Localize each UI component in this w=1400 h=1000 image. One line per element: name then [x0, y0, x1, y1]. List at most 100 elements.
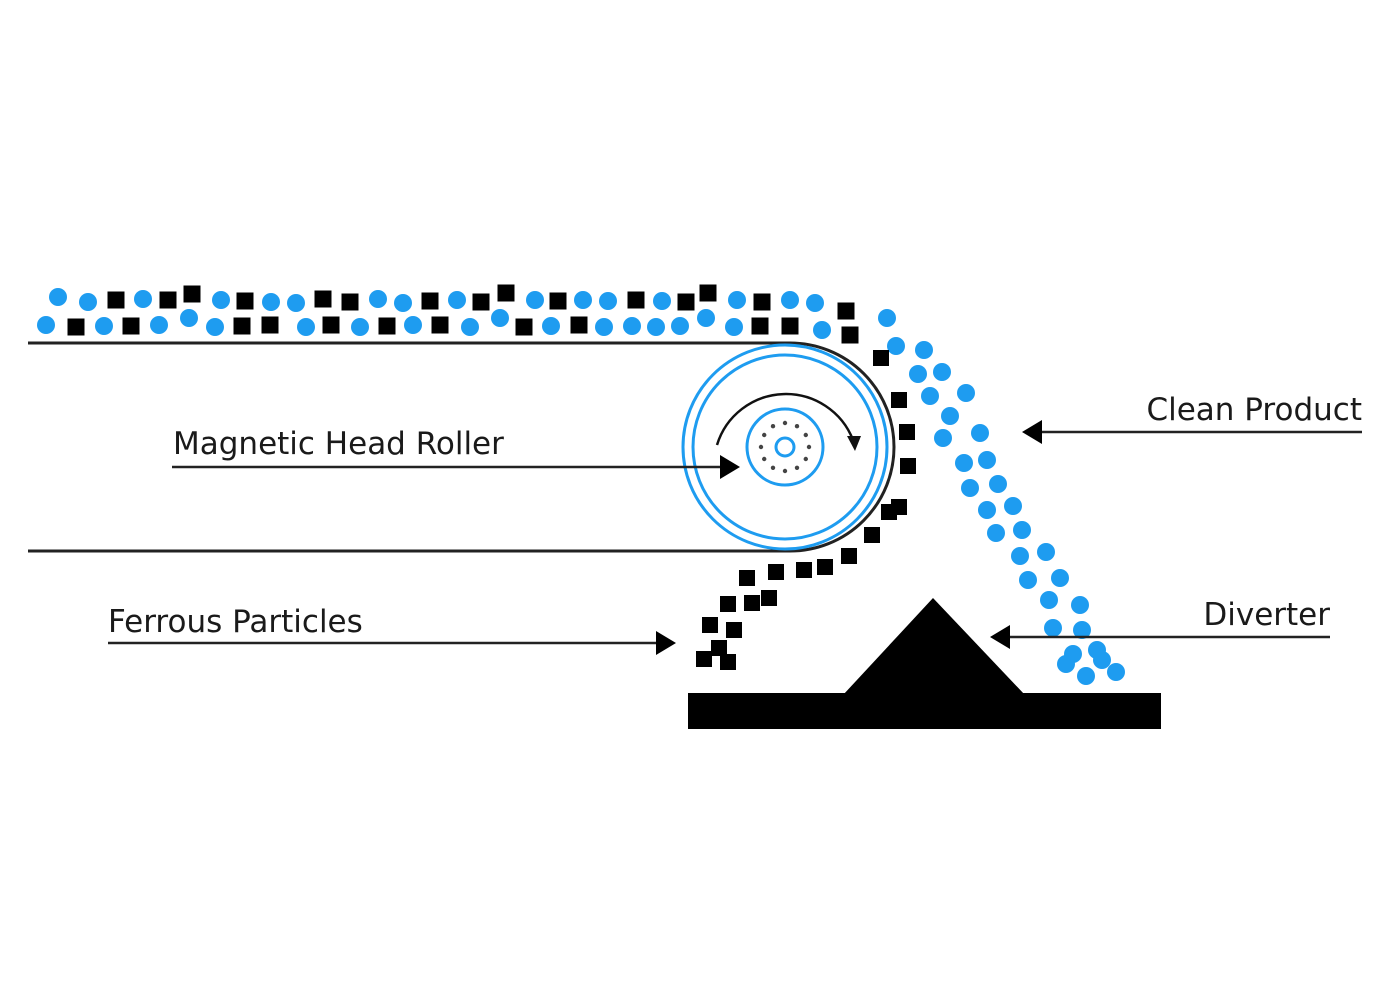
ferrous-particle — [378, 317, 396, 335]
product-particle — [1037, 543, 1055, 561]
diverter-base — [688, 693, 1161, 729]
product-particle — [37, 316, 55, 334]
ferrous-particle — [841, 326, 859, 344]
product-particle — [95, 317, 113, 335]
ferrous-particle — [720, 596, 736, 612]
ferrous-particle — [159, 291, 177, 309]
hub-dot — [762, 432, 767, 438]
product-particle — [978, 501, 996, 519]
ferrous-particle — [699, 284, 717, 302]
product-particle — [599, 292, 617, 310]
product-particle — [921, 387, 939, 405]
hub-dot — [782, 420, 788, 426]
product-particle — [647, 318, 665, 336]
product-particle — [697, 309, 715, 327]
product-particle — [725, 318, 743, 336]
product-particle — [1093, 651, 1111, 669]
product-particle — [1071, 596, 1089, 614]
product-particle — [595, 318, 613, 336]
ferrous-particle — [233, 317, 251, 335]
product-particle — [933, 363, 951, 381]
product-particle — [574, 291, 592, 309]
hub-dot — [803, 432, 808, 438]
product-particle — [287, 294, 305, 312]
ferrous-particle — [768, 564, 784, 580]
product-particle — [369, 290, 387, 308]
roller-axle — [774, 436, 796, 458]
product-particle — [262, 293, 280, 311]
ferrous-particle — [421, 292, 439, 310]
conveyor-belt-top — [28, 341, 896, 553]
hub-dot — [770, 465, 776, 470]
leader-clean-product — [1022, 420, 1362, 444]
product-particle — [957, 384, 975, 402]
product-particle — [1044, 619, 1062, 637]
product-particle — [49, 288, 67, 306]
ferrous-particle — [720, 654, 736, 670]
product-particle — [212, 291, 230, 309]
hub-dot — [782, 468, 788, 474]
ferrous-particle — [677, 293, 695, 311]
roller-hub-dots — [758, 420, 812, 474]
rotation-arrowhead-icon — [847, 436, 861, 451]
product-particle — [671, 317, 689, 335]
product-particle — [1073, 621, 1091, 639]
hub-dot — [762, 456, 767, 462]
ferrous-particle — [751, 317, 769, 335]
ferrous-particle — [899, 424, 915, 440]
ferrous-particle — [864, 527, 880, 543]
ferrous-particle — [744, 595, 760, 611]
product-particle — [491, 309, 509, 327]
product-particle — [150, 316, 168, 334]
product-particle — [941, 407, 959, 425]
ferrous-particle — [761, 590, 777, 606]
ferrous-particle — [753, 293, 771, 311]
product-particle — [1077, 667, 1095, 685]
ferrous-particle — [472, 293, 490, 311]
ferrous-particle — [702, 617, 718, 633]
product-particle — [878, 309, 896, 327]
product-particle — [404, 316, 422, 334]
product-particle — [623, 317, 641, 335]
ferrous-particles-group — [67, 284, 916, 670]
ferrous-particle — [122, 317, 140, 335]
diverter — [688, 598, 1161, 729]
ferrous-particle — [497, 284, 515, 302]
product-particle — [1019, 571, 1037, 589]
product-particle — [909, 365, 927, 383]
hub-dot — [803, 456, 808, 462]
product-particle — [987, 524, 1005, 542]
label-ferrous-particles: Ferrous Particles — [108, 604, 363, 640]
product-particle — [461, 318, 479, 336]
label-magnetic-head-roller: Magnetic Head Roller — [173, 426, 504, 462]
product-particle — [448, 291, 466, 309]
arrowhead-icon — [990, 625, 1010, 649]
hub-dot — [806, 444, 812, 450]
rotation-arrow-icon — [715, 392, 855, 446]
product-particle — [79, 293, 97, 311]
ferrous-particle — [796, 562, 812, 578]
ferrous-particle — [841, 548, 857, 564]
label-diverter: Diverter — [1203, 597, 1330, 633]
hub-dot — [758, 444, 764, 450]
hub-dot — [794, 465, 800, 470]
product-particle — [542, 317, 560, 335]
ferrous-particle — [261, 316, 279, 334]
ferrous-particle — [107, 291, 125, 309]
product-particle — [134, 290, 152, 308]
diverter-peak — [843, 598, 1025, 695]
ferrous-particle — [696, 651, 712, 667]
product-particle — [1004, 497, 1022, 515]
product-particle — [961, 479, 979, 497]
roller-outer-ring — [681, 343, 889, 551]
product-particles — [37, 288, 1125, 685]
ferrous-particle — [881, 504, 897, 520]
ferrous-particle — [837, 302, 855, 320]
product-particle — [351, 318, 369, 336]
ferrous-particle — [781, 317, 799, 335]
product-particle — [1040, 591, 1058, 609]
product-particle — [1107, 663, 1125, 681]
product-particle — [653, 292, 671, 310]
product-particle — [934, 429, 952, 447]
